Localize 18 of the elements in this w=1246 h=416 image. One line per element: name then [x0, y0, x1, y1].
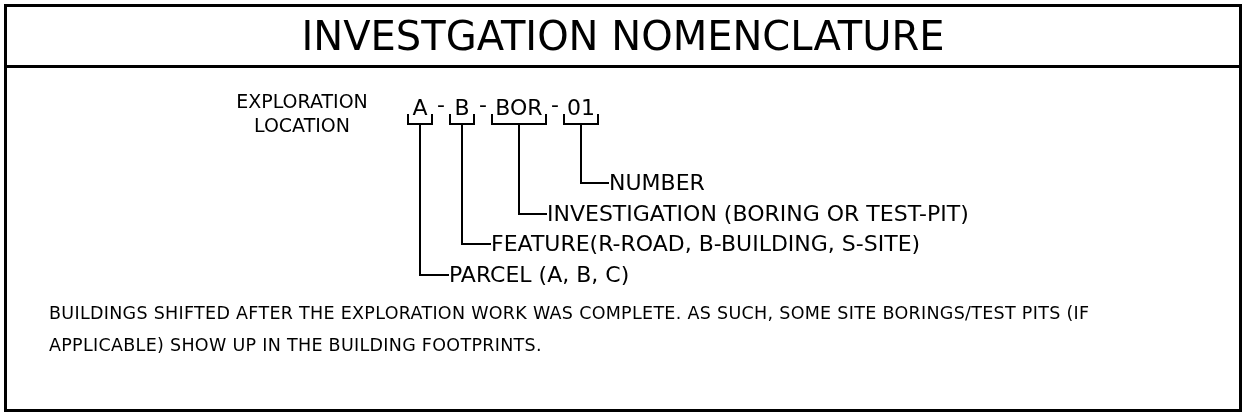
leader-line [461, 124, 492, 245]
code-segment: B [449, 95, 475, 125]
title: INVESTGATION NOMENCLATURE [301, 12, 945, 61]
description-text: NUMBER [609, 170, 705, 196]
description-text: FEATURE(R-ROAD, B-BUILDING, S-SITE) [491, 231, 921, 257]
code-segment: 01 [563, 95, 599, 125]
separator-dash: - [436, 92, 446, 117]
leader-line [419, 124, 450, 276]
note-text: BUILDINGS SHIFTED AFTER THE EXPLORATION WORK WAS COMPLETE. AS SUCH, SOME SITE BORINGS/TEST PITS (IF APPLICABLE) SHOW UP IN THE BUILDING FOOTPRINTS. [49, 302, 1091, 357]
separator-dash: - [550, 92, 560, 117]
leader-line [580, 124, 610, 184]
separator-dash: - [478, 92, 488, 117]
leader-line [518, 124, 548, 215]
code-segment: A [407, 95, 433, 125]
location-label: EXPLORATION LOCATION [235, 89, 369, 137]
description-text: INVESTIGATION (BORING OR TEST-PIT) [547, 201, 969, 227]
description-text: PARCEL (A, B, C) [449, 262, 630, 288]
code-segment: BOR [491, 95, 547, 125]
